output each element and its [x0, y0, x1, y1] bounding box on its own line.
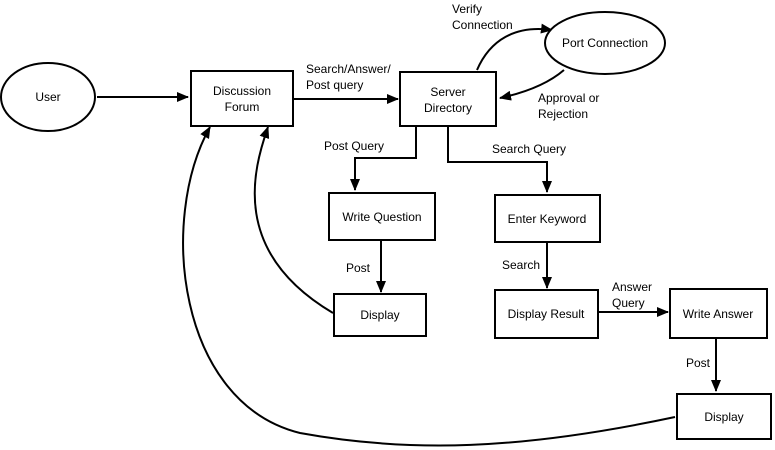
edge-display-answer-back-to-forum [182, 126, 676, 447]
edge-verify-connection [476, 23, 553, 71]
node-display-result: Display Result [494, 289, 599, 339]
edge-display-back-to-forum [253, 126, 334, 314]
node-discussion-forum-label-1: Discussion [213, 84, 271, 98]
node-user: User [0, 62, 96, 132]
node-display-answer: Display [676, 393, 772, 440]
node-enter-keyword-label: Enter Keyword [508, 212, 587, 226]
label-post-2: Post [686, 356, 711, 370]
label-answer-query-1: Answer [612, 280, 652, 294]
node-server-directory-label-1: Server [430, 85, 465, 99]
label-search-answer-post-1: Search/Answer/ [306, 62, 391, 76]
node-display-question: Display [333, 293, 427, 337]
node-write-question: Write Question [328, 192, 436, 241]
edge-post-query [350, 126, 417, 191]
node-discussion-forum: Discussion Forum [190, 70, 294, 127]
node-display-question-label: Display [360, 308, 399, 322]
node-discussion-forum-label-2: Forum [225, 100, 260, 114]
label-search-answer-post-2: Post query [306, 78, 363, 92]
label-approval-2: Rejection [538, 107, 588, 121]
node-server-directory: Server Directory [399, 71, 497, 127]
label-search: Search [502, 258, 540, 272]
node-port-connection-label: Port Connection [562, 36, 648, 50]
label-post-1: Post [346, 261, 371, 275]
node-display-result-label: Display Result [508, 307, 585, 321]
label-search-query: Search Query [492, 142, 566, 156]
node-write-answer: Write Answer [669, 288, 768, 339]
node-enter-keyword: Enter Keyword [494, 194, 601, 243]
edge-approval-rejection [499, 69, 565, 101]
label-verify-2: Connection [452, 18, 513, 32]
node-write-answer-label: Write Answer [683, 307, 753, 321]
label-post-query: Post Query [324, 139, 384, 153]
label-approval-1: Approval or [538, 91, 599, 105]
node-display-answer-label: Display [704, 410, 743, 424]
label-answer-query-2: Query [612, 296, 645, 310]
node-port-connection: Port Connection [544, 11, 666, 75]
node-user-label: User [35, 90, 60, 104]
edge-search-query [447, 126, 552, 193]
node-server-directory-label-2: Directory [424, 101, 472, 115]
label-verify-1: Verify [452, 2, 482, 16]
node-write-question-label: Write Question [342, 210, 421, 224]
